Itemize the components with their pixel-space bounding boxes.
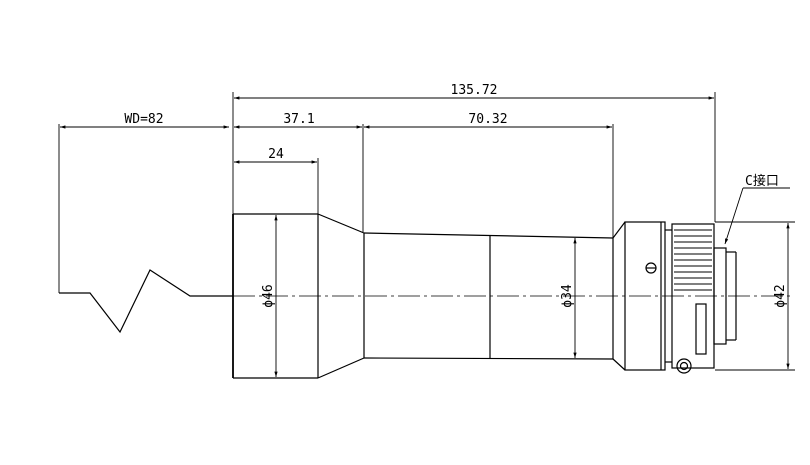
rear-section-label: 70.32 bbox=[468, 112, 507, 127]
dimension-mid-diameter: ϕ34 bbox=[560, 238, 577, 358]
dimension-front-diameter: ϕ46 bbox=[261, 215, 278, 377]
lens-body bbox=[232, 213, 737, 379]
mount-diameter-label: ϕ42 bbox=[773, 284, 788, 307]
front-diameter-label: ϕ46 bbox=[261, 284, 276, 307]
dimension-front-cap: 24 bbox=[234, 147, 319, 214]
dimension-rear-section: 70.32 bbox=[364, 112, 614, 238]
working-distance-label: WD=82 bbox=[124, 112, 163, 127]
mount-callout-label: C接口 bbox=[745, 173, 779, 189]
mount-callout: C接口 bbox=[724, 173, 790, 245]
dimension-front-section: 37.1 bbox=[234, 112, 364, 232]
lock-screw-icon bbox=[676, 358, 692, 374]
dimension-mount-diameter: ϕ42 bbox=[715, 221, 795, 371]
front-section-label: 37.1 bbox=[283, 112, 314, 127]
dimension-working-distance: WD=82 bbox=[58, 112, 229, 293]
object-break-line bbox=[59, 269, 233, 334]
front-cap-label: 24 bbox=[268, 147, 284, 162]
set-screw-icon bbox=[645, 262, 657, 274]
dimension-total-length: 135.72 bbox=[232, 83, 716, 222]
mid-diameter-label: ϕ34 bbox=[560, 284, 575, 308]
total-length-label: 135.72 bbox=[451, 83, 498, 98]
